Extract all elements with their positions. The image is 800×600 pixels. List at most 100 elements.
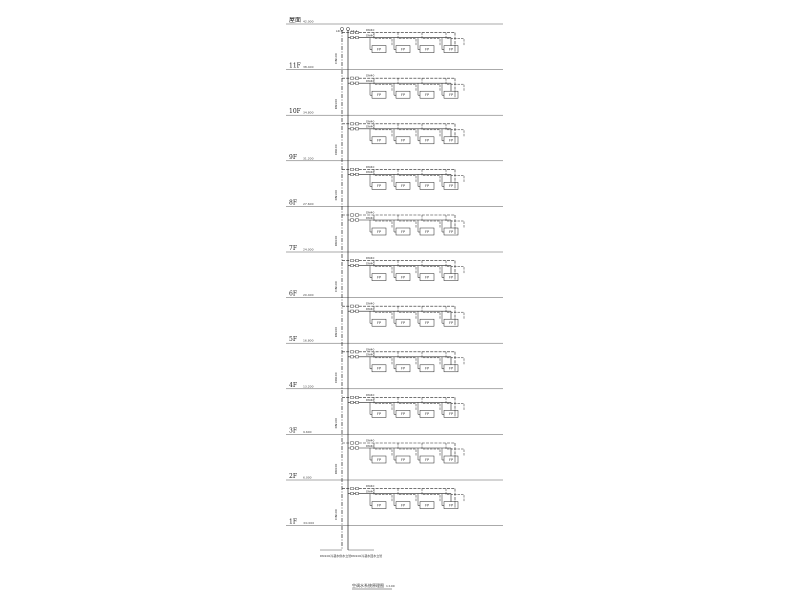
- unit-return-pipe: [393, 220, 396, 233]
- riser-pipe-label: DN100: [334, 372, 338, 382]
- riser-top-tag-supply: LR-1: [336, 29, 343, 33]
- fan-coil-unit-label: FP: [401, 412, 405, 416]
- unit-supply-pipe: [373, 260, 393, 274]
- unit-return-pipe: [369, 311, 372, 324]
- fan-coil-unit-label: FP: [449, 503, 453, 507]
- fan-coil-unit-label: FP: [401, 230, 405, 234]
- riser-pipe-label: DN100: [334, 144, 338, 154]
- drawing-caption: 空调水系统原理图: [352, 582, 384, 588]
- level-label: 7F: [289, 245, 297, 252]
- fan-coil-unit-label: FP: [401, 184, 405, 188]
- valve-icon: [355, 36, 359, 40]
- valve-icon: [350, 218, 354, 222]
- level-elevation: 27.600: [303, 202, 314, 206]
- valve-icon: [350, 172, 354, 176]
- unit-return-pipe: [441, 220, 444, 233]
- unit-return-pipe: [417, 83, 420, 96]
- unit-supply-pipe: [421, 351, 441, 365]
- fan-coil-unit: [443, 318, 459, 327]
- unit-return-pipe: [441, 311, 444, 324]
- branch-pipe-label: DN40: [366, 211, 374, 215]
- unit-supply-pipe: [421, 215, 441, 228]
- unit-return-pipe: [417, 356, 420, 370]
- unit-return-pipe: [393, 128, 396, 142]
- fan-coil-unit-label: FP: [425, 458, 429, 462]
- unit-supply-pipe: [445, 260, 465, 274]
- branch-pipe-label: DN40: [366, 353, 374, 357]
- fan-coil-unit: [371, 273, 387, 281]
- fan-coil-unit: [371, 45, 387, 53]
- fan-coil-unit: [371, 410, 387, 418]
- riser-pipe-label: DN100: [334, 53, 338, 63]
- unit-supply-pipe: [397, 78, 417, 92]
- fan-coil-unit-label: FP: [377, 412, 381, 416]
- unit-supply-pipe: [397, 397, 417, 411]
- fan-coil-unit-label: FP: [377, 321, 381, 325]
- fan-coil-unit-label: FP: [377, 184, 381, 188]
- valve-icon: [355, 441, 359, 445]
- valve-icon: [350, 36, 354, 40]
- valve-icon: [350, 401, 354, 404]
- unit-return-pipe: [441, 128, 444, 142]
- fan-coil-unit: [443, 364, 459, 373]
- fan-coil-unit-label: FP: [449, 275, 453, 279]
- valve-icon: [350, 81, 354, 85]
- level-elevation: 13.200: [303, 384, 314, 388]
- fan-coil-unit-label: FP: [449, 458, 453, 462]
- unit-supply-pipe: [373, 306, 393, 320]
- unit-supply-pipe: [397, 260, 417, 274]
- branch-pipe-label: DN40: [366, 398, 374, 402]
- fan-coil-unit-label: FP: [401, 321, 405, 325]
- level-label: 屋面: [289, 17, 301, 24]
- valve-icon: [355, 446, 359, 450]
- valve-icon: [355, 396, 359, 399]
- unit-supply-pipe: [421, 169, 441, 183]
- fan-coil-unit: [395, 273, 411, 281]
- unit-supply-pipe: [397, 215, 417, 228]
- fan-coil-unit-label: FP: [377, 458, 381, 462]
- valve-icon: [350, 259, 354, 262]
- level-elevation: 42.000: [303, 20, 314, 24]
- riser-pipe-label: DN100: [334, 509, 338, 519]
- valve-icon: [350, 127, 354, 131]
- branch-pipe-label: DN40: [366, 261, 374, 265]
- fan-coil-unit-label: FP: [449, 47, 453, 51]
- fan-coil-unit-label: FP: [401, 93, 405, 97]
- fan-coil-unit: [443, 273, 459, 281]
- level-elevation: 24.000: [303, 248, 314, 252]
- unit-supply-pipe: [445, 32, 465, 46]
- unit-supply-pipe: [445, 123, 465, 137]
- fan-coil-unit: [419, 45, 435, 53]
- fan-coil-unit: [395, 455, 411, 464]
- riser-top-symbol: [346, 27, 350, 31]
- unit-return-pipe: [417, 174, 420, 187]
- branch-pipe-label: DN40: [366, 444, 374, 448]
- unit-return-pipe: [417, 448, 420, 461]
- unit-supply-pipe: [445, 215, 465, 228]
- riser-top-tag-return: LS-1: [351, 29, 358, 33]
- unit-return-pipe: [369, 402, 372, 415]
- riser-pipe-label: DN100: [334, 99, 338, 109]
- level-label: 1F: [289, 519, 297, 526]
- valve-icon: [355, 167, 359, 171]
- fan-coil-unit: [371, 501, 387, 509]
- unit-supply-pipe: [373, 169, 393, 183]
- unit-supply-pipe: [421, 123, 441, 137]
- fan-coil-unit-label: FP: [401, 47, 405, 51]
- riser-bottom-label-return: DN100冷凝水回水立管: [351, 553, 382, 558]
- fan-coil-unit: [395, 364, 411, 373]
- riser-pipe-label: DN100: [334, 190, 338, 200]
- valve-icon: [355, 355, 359, 359]
- unit-return-pipe: [369, 128, 372, 142]
- level-label: 4F: [289, 382, 297, 389]
- unit-supply-pipe: [445, 397, 465, 411]
- fan-coil-unit-label: FP: [401, 275, 405, 279]
- riser-pipe-label: DN100: [334, 281, 338, 291]
- unit-supply-pipe: [373, 397, 393, 411]
- unit-supply-pipe: [397, 32, 417, 46]
- unit-supply-pipe: [445, 488, 465, 502]
- unit-supply-pipe: [373, 32, 393, 46]
- fan-coil-unit: [371, 455, 387, 464]
- level-label: 8F: [289, 199, 297, 206]
- level-elevation: 31.200: [303, 156, 314, 160]
